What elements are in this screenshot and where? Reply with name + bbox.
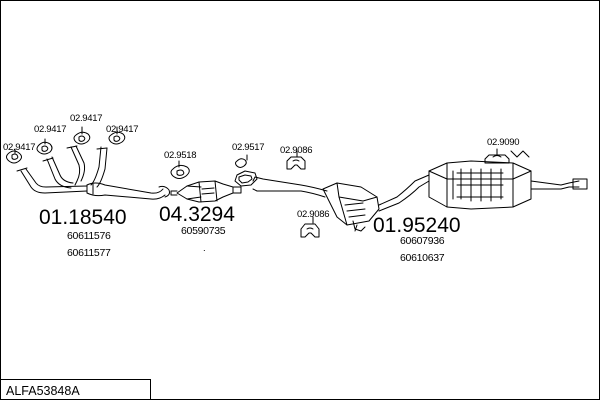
mount-3-label: 02.9090	[487, 137, 520, 148]
gasket-1-label: 02.9417	[3, 142, 36, 153]
mount-1-label: 02.9086	[280, 145, 313, 156]
front-pipe-icon	[16, 145, 170, 200]
front-pipe-oe-1: 60611576	[67, 230, 111, 242]
gasket-3-label: 02.9417	[70, 113, 103, 124]
gasket-2-icon	[36, 141, 53, 155]
gasket-1-icon	[6, 150, 22, 164]
silencer-oe-2: 60610637	[400, 252, 445, 264]
mount-2-label: 02.9086	[297, 209, 330, 220]
mount-1-icon	[286, 156, 306, 170]
gasket-3-icon	[73, 131, 91, 145]
centre-silencer-icon	[322, 174, 430, 232]
rear-silencer-icon	[428, 150, 588, 210]
gasket-4-label: 02.9417	[106, 124, 139, 135]
catalyst-part-number: 04.3294	[159, 203, 235, 226]
front-pipe-part-number: 01.18540	[39, 206, 127, 229]
silencer-oe-1: 60607936	[400, 235, 445, 247]
front-pipe-oe-2: 60611577	[67, 247, 111, 259]
kit-code-box: ALFA53848A	[1, 379, 151, 399]
catalytic-converter-icon	[170, 180, 242, 203]
gasket-2-label: 02.9417	[34, 124, 67, 135]
catalyst-oe-1: 60590735	[181, 225, 226, 237]
kit-code: ALFA53848A	[6, 384, 80, 398]
intermediate-pipe-icon	[252, 176, 328, 198]
mount-2-icon	[300, 223, 320, 238]
gasket-cat-label: 02.9518	[164, 150, 197, 161]
clamp-icon	[234, 158, 258, 187]
gasket-4-icon	[108, 131, 126, 145]
clamp-label: 02.9517	[232, 142, 265, 153]
gasket-cat-icon	[170, 164, 190, 179]
stray-dot: .	[203, 243, 206, 254]
silencer-part-number: 01.95240	[373, 214, 461, 237]
